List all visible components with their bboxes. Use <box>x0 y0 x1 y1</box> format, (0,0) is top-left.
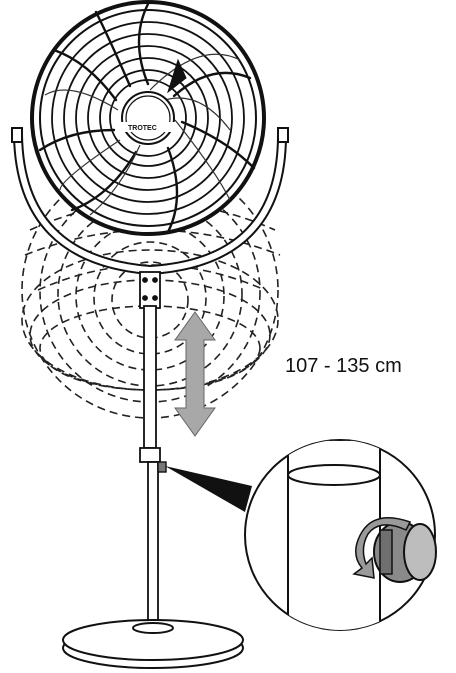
height-adjust-arrow-icon <box>174 311 216 437</box>
fan-base <box>62 619 244 669</box>
locking-knob-icon <box>373 521 437 583</box>
pole-knob <box>157 461 167 473</box>
callout-pointer <box>165 466 252 512</box>
brand-logo-text: TROTEC <box>128 125 157 132</box>
fan-head-icon <box>30 0 266 236</box>
rotate-arrow-icon <box>352 517 412 579</box>
fan-yoke <box>11 127 289 276</box>
mounting-plate <box>139 271 161 309</box>
zoom-detail <box>244 439 437 631</box>
height-range-label: 107 - 135 cm <box>285 355 402 377</box>
fan-pole <box>139 305 161 623</box>
